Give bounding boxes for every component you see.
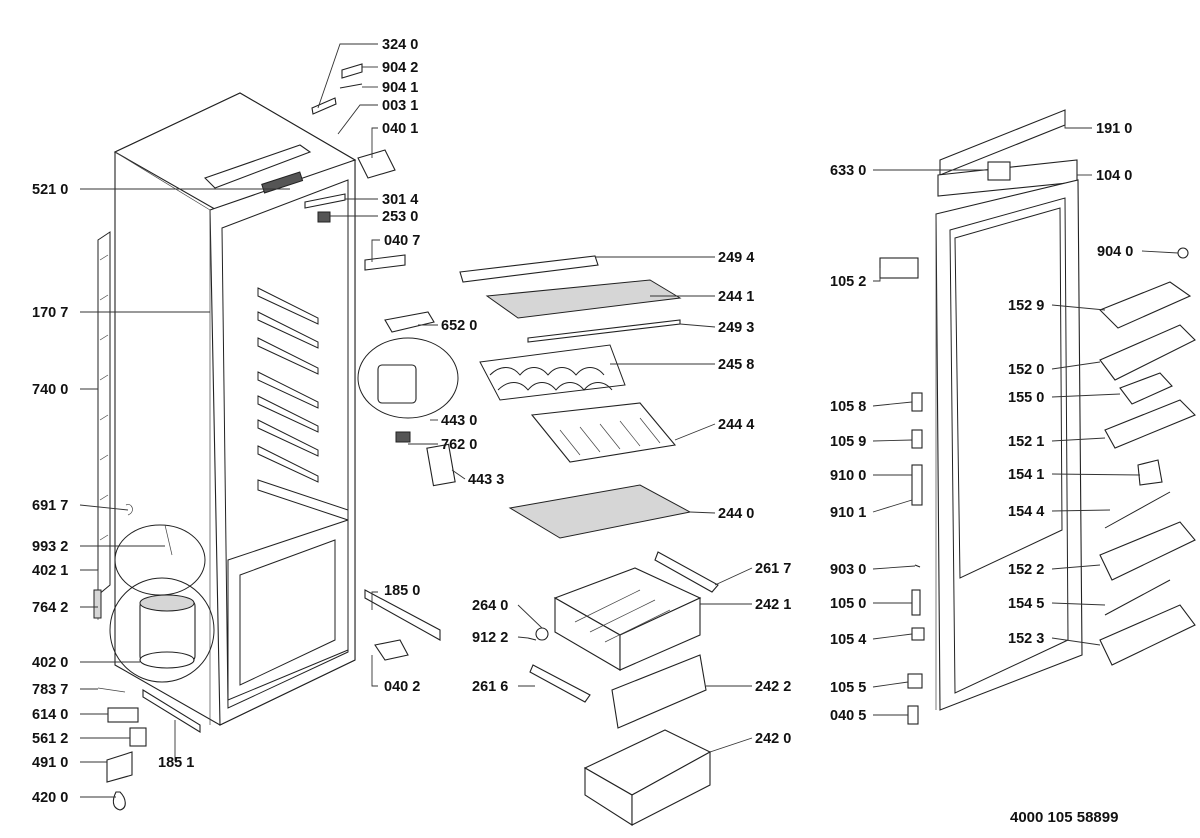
callout-040-2: 040 2 [384, 679, 420, 695]
callout-154-4: 154 4 [1008, 504, 1044, 520]
callout-244-1: 244 1 [718, 289, 754, 305]
callout-152-0: 152 0 [1008, 362, 1044, 378]
callout-105-0: 105 0 [830, 596, 866, 612]
callout-152-1: 152 1 [1008, 434, 1044, 450]
callout-242-2: 242 2 [755, 679, 791, 695]
callout-912-2: 912 2 [472, 630, 508, 646]
callout-185-1: 185 1 [158, 755, 194, 771]
callout-740-0: 740 0 [32, 382, 68, 398]
callout-614-0: 614 0 [32, 707, 68, 723]
condenser-coil [97, 231, 111, 597]
callout-253-0: 253 0 [382, 209, 418, 225]
shelves-group [357, 255, 719, 827]
callout-491-0: 491 0 [32, 755, 68, 771]
callout-402-0: 402 0 [32, 655, 68, 671]
callout-105-4: 105 4 [830, 632, 866, 648]
callout-249-3: 249 3 [718, 320, 754, 336]
callout-264-0: 264 0 [472, 598, 508, 614]
callout-170-7: 170 7 [32, 305, 68, 321]
callout-040-1: 040 1 [382, 121, 418, 137]
document-number: 4000 105 58899 [1010, 809, 1118, 826]
cabinet-body [113, 92, 357, 726]
callout-244-4: 244 4 [718, 417, 754, 433]
callout-249-4: 249 4 [718, 250, 754, 266]
callout-652-0: 652 0 [441, 318, 477, 334]
callout-904-2: 904 2 [382, 60, 418, 76]
callout-764-2: 764 2 [32, 600, 68, 616]
callout-521-0: 521 0 [32, 182, 68, 198]
callout-labels: 521 0 170 7 740 0 691 7 993 2 402 1 764 … [32, 37, 1133, 806]
callout-040-5: 040 5 [830, 708, 866, 724]
callout-105-5: 105 5 [830, 680, 866, 696]
callout-104-0: 104 0 [1096, 168, 1132, 184]
callout-904-1: 904 1 [382, 80, 418, 96]
callout-242-1: 242 1 [755, 597, 791, 613]
callout-152-3: 152 3 [1008, 631, 1044, 647]
callout-242-0: 242 0 [755, 731, 791, 747]
callout-105-9: 105 9 [830, 434, 866, 450]
callout-261-7: 261 7 [755, 561, 791, 577]
callout-904-0: 904 0 [1097, 244, 1133, 260]
callout-152-2: 152 2 [1008, 562, 1044, 578]
callout-154-1: 154 1 [1008, 467, 1044, 483]
callout-155-0: 155 0 [1008, 390, 1044, 406]
callout-443-3: 443 3 [468, 472, 504, 488]
callout-443-0: 443 0 [441, 413, 477, 429]
callout-152-9: 152 9 [1008, 298, 1044, 314]
callout-105-2: 105 2 [830, 274, 866, 290]
callout-040-7: 040 7 [384, 233, 420, 249]
callout-191-0: 191 0 [1096, 121, 1132, 137]
callout-105-8: 105 8 [830, 399, 866, 415]
callout-185-0: 185 0 [384, 583, 420, 599]
callout-245-8: 245 8 [718, 357, 754, 373]
small-parts-left [93, 63, 441, 811]
leader-lines [79, 43, 1179, 798]
callout-561-2: 561 2 [32, 731, 68, 747]
callout-301-4: 301 4 [382, 192, 418, 208]
callout-783-7: 783 7 [32, 682, 68, 698]
callout-154-5: 154 5 [1008, 596, 1044, 612]
callout-402-1: 402 1 [32, 563, 68, 579]
compressor-assembly [109, 524, 215, 683]
callout-261-6: 261 6 [472, 679, 508, 695]
callout-420-0: 420 0 [32, 790, 68, 806]
callout-691-7: 691 7 [32, 498, 68, 514]
door-assembly [879, 109, 1196, 725]
callout-910-1: 910 1 [830, 505, 866, 521]
callout-910-0: 910 0 [830, 468, 866, 484]
callout-903-0: 903 0 [830, 562, 866, 578]
callout-993-2: 993 2 [32, 539, 68, 555]
callout-244-0: 244 0 [718, 506, 754, 522]
callout-003-1: 003 1 [382, 98, 418, 114]
callout-324-0: 324 0 [382, 37, 418, 53]
callout-633-0: 633 0 [830, 163, 866, 179]
callout-762-0: 762 0 [441, 437, 477, 453]
